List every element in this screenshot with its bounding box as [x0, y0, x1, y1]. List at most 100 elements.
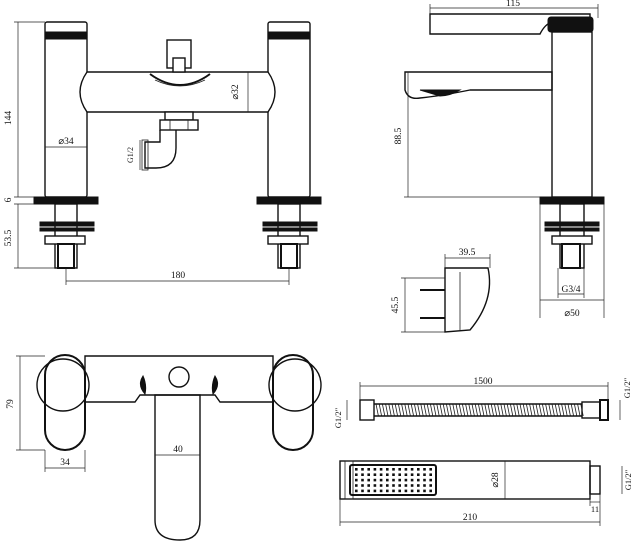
spray-nozzle	[392, 473, 395, 476]
spray-nozzle	[429, 484, 432, 487]
spray-nozzle	[398, 484, 401, 487]
wall-spout	[154, 394, 201, 541]
spray-nozzle	[379, 473, 383, 476]
hose-elbow	[144, 130, 177, 169]
spray-nozzle	[398, 489, 401, 493]
dim-base-diameter-label: ⌀50	[564, 309, 579, 319]
spray-nozzle	[386, 468, 389, 471]
diverter-collar-inner	[154, 79, 206, 87]
spray-nozzle	[423, 478, 426, 482]
spray-nozzle	[429, 478, 432, 482]
spray-nozzle	[392, 478, 395, 482]
spray-nozzle	[410, 468, 414, 471]
handset-body	[339, 460, 591, 500]
spray-nozzle	[404, 484, 408, 487]
spray-nozzle	[355, 468, 358, 471]
left-flange	[33, 196, 99, 205]
mixer-body	[84, 355, 274, 403]
dim-hose-right-thread-label: G1/2"	[622, 378, 632, 398]
spray-nozzle	[429, 468, 432, 471]
spout-outlet	[419, 89, 462, 97]
spray-nozzle	[429, 489, 432, 493]
dim-plate-label: 34	[60, 458, 70, 468]
dim-hose-length-label: 1500	[474, 377, 493, 387]
left-wall-plate	[36, 358, 90, 412]
dim-body-dia-label: ⌀34	[58, 137, 73, 147]
right-backnut	[267, 235, 309, 245]
right-handle	[272, 354, 314, 451]
spray-nozzle	[367, 468, 370, 471]
spray-nozzle	[398, 473, 401, 476]
washer-2	[544, 227, 600, 232]
spray-nozzle	[404, 473, 408, 476]
spray-nozzle	[404, 468, 408, 471]
spray-nozzle	[386, 484, 389, 487]
spray-nozzle	[398, 468, 401, 471]
dim-lever-label: 40	[173, 445, 183, 455]
spray-nozzle	[410, 478, 414, 482]
left-washer-2	[39, 227, 95, 232]
bridge-body	[79, 71, 276, 113]
spray-nozzle	[379, 468, 383, 471]
left-tail	[57, 243, 75, 269]
dim-reach-label: 115	[506, 0, 520, 9]
handset-connector	[589, 465, 601, 495]
spout-nut-ring	[159, 119, 199, 131]
shower-hose-view: 1500 G1/2" G1/2"	[333, 377, 632, 428]
spray-nozzle	[355, 473, 358, 476]
spray-nozzle	[373, 478, 377, 482]
dim-flange-label: 6	[4, 197, 14, 202]
base-flange	[539, 196, 605, 205]
spray-nozzle	[410, 489, 414, 493]
dim-wall-height-label: 79	[6, 399, 16, 409]
hose-ribs	[375, 403, 584, 417]
right-flange	[256, 196, 322, 205]
right-column	[267, 21, 311, 198]
spray-nozzle	[379, 489, 383, 493]
diverter-collar	[149, 73, 211, 86]
spray-nozzle	[423, 473, 426, 476]
dim-thread-label: 53.5	[4, 229, 14, 246]
spray-nozzle	[367, 478, 370, 482]
spray-nozzle	[355, 484, 358, 487]
spray-nozzle	[361, 484, 364, 487]
dim-height-label: 144	[4, 111, 14, 126]
spray-nozzle	[373, 468, 377, 471]
spray-nozzle	[410, 484, 414, 487]
wall-mixer-front-view: 79 34 40	[6, 354, 322, 541]
dim-inlet-thread-label: G3/4	[562, 285, 581, 295]
left-washer	[39, 221, 95, 227]
holder-body	[444, 267, 491, 333]
handset-holder-view: 39.5 45.5	[391, 248, 491, 333]
right-wall-plate	[268, 358, 322, 412]
hose-right-cone	[581, 401, 601, 419]
spray-nozzle	[423, 484, 426, 487]
dim-handset-dia-label: ⌀28	[491, 472, 501, 487]
spray-nozzle	[373, 489, 377, 493]
washer	[544, 221, 600, 227]
spray-nozzle	[417, 489, 420, 493]
dim-holder-width-label: 39.5	[459, 248, 476, 258]
left-handle	[44, 354, 86, 451]
diverter-button	[168, 366, 190, 388]
dim-outlet-thread-label: G1/2	[126, 147, 135, 163]
bath-filler-front-view: 144 6 53.5 ⌀34 ⌀32 G1/2 180	[4, 21, 322, 285]
spray-nozzles	[355, 468, 432, 493]
spray-nozzle	[417, 468, 420, 471]
diverter-stem	[172, 57, 186, 73]
spray-nozzle	[361, 473, 364, 476]
handset-spray-face	[349, 464, 437, 496]
basin-mixer-side-view: 115 88.5 G3/4 ⌀50	[394, 0, 605, 319]
right-washer-2	[262, 227, 318, 232]
left-column	[44, 21, 88, 198]
right-handle-band	[267, 31, 311, 40]
spray-nozzle	[355, 478, 358, 482]
dim-handset-thread-label: G1/2"	[623, 470, 633, 490]
spray-nozzle	[386, 478, 389, 482]
spray-nozzle	[398, 478, 401, 482]
dim-holder-height-label: 45.5	[391, 296, 401, 313]
spray-nozzle	[404, 478, 408, 482]
spray-nozzle	[379, 484, 383, 487]
